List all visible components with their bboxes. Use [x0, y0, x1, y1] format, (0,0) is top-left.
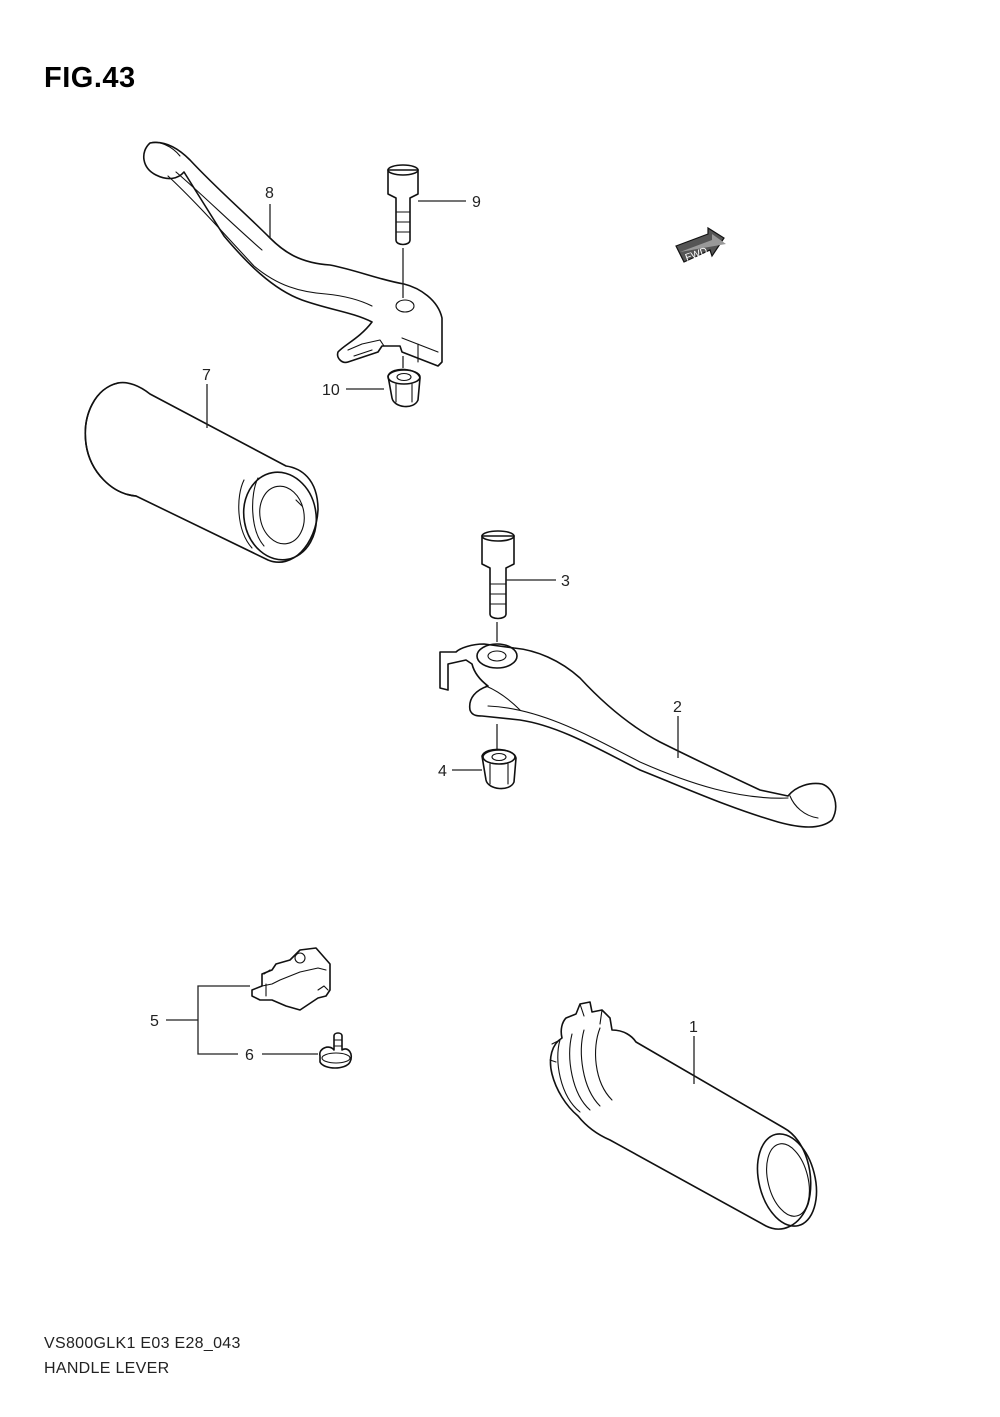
callout-label-3: 3: [561, 573, 570, 590]
part-1-throttle-grip[interactable]: [549, 1001, 826, 1232]
section-name: HANDLE LEVER: [44, 1360, 170, 1377]
callout-2[interactable]: 2: [673, 699, 682, 758]
part-5-switch[interactable]: [251, 947, 331, 1011]
callout-label-9: 9: [472, 194, 481, 211]
part-4-nut[interactable]: [481, 724, 517, 790]
callout-label-5: 5: [150, 1013, 159, 1030]
callout-10[interactable]: 10: [322, 382, 384, 399]
callout-label-2: 2: [673, 699, 682, 716]
callout-label-10: 10: [322, 382, 340, 399]
callout-label-6: 6: [245, 1047, 254, 1064]
part-10-nut[interactable]: [387, 356, 421, 408]
model-code: VS800GLK1 E03 E28_043: [44, 1335, 241, 1352]
figure-title: FIG.43: [44, 62, 136, 94]
callout-3[interactable]: 3: [506, 573, 570, 590]
callout-5-6-bracket: [166, 985, 250, 1055]
part-6-screw[interactable]: [319, 1032, 353, 1069]
part-2-brake-lever[interactable]: [439, 643, 837, 828]
callout-7[interactable]: 7: [202, 367, 211, 428]
part-9-bolt[interactable]: [387, 164, 419, 298]
fwd-direction-badge: FWD: [675, 226, 726, 264]
callout-label-8: 8: [265, 185, 274, 202]
callout-1[interactable]: 1: [689, 1019, 698, 1084]
callout-6[interactable]: 6: [245, 1047, 318, 1064]
callout-4[interactable]: 4: [438, 763, 482, 780]
part-7-grip[interactable]: [84, 381, 323, 566]
callout-label-7: 7: [202, 367, 211, 384]
part-3-bolt[interactable]: [481, 530, 515, 642]
callout-9[interactable]: 9: [418, 194, 481, 211]
callout-8[interactable]: 8: [265, 185, 274, 238]
callout-label-4: 4: [438, 763, 447, 780]
callout-5[interactable]: 5: [150, 1013, 159, 1030]
callout-label-1: 1: [689, 1019, 698, 1036]
part-8-clutch-lever[interactable]: [143, 141, 443, 367]
